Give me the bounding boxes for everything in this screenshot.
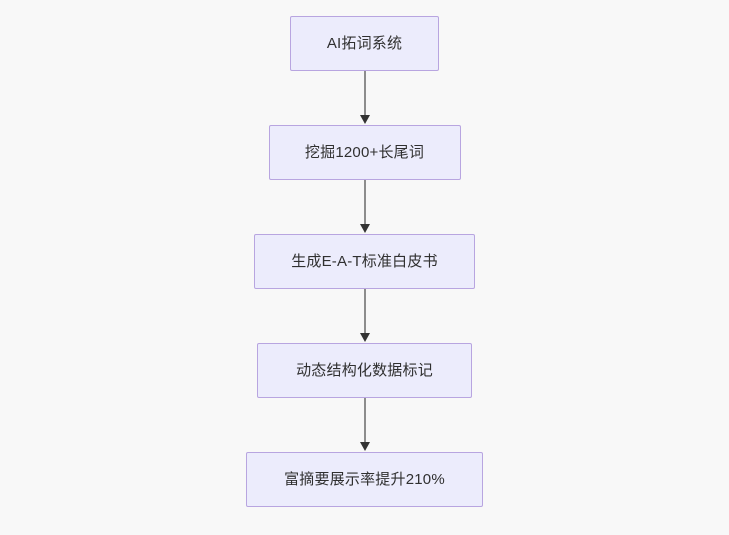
flow-connector-n1-n2 xyxy=(355,71,375,125)
flow-connector-n3-n4 xyxy=(355,289,375,343)
flow-node-mine-longtail-keywords[interactable]: 挖掘1200+长尾词 xyxy=(268,125,461,180)
connector-line xyxy=(363,398,366,443)
flow-connector-n4-n5 xyxy=(355,398,375,452)
flow-node-label: 富摘要展示率提升210% xyxy=(284,471,445,488)
flow-node-dynamic-structured-data-markup[interactable]: 动态结构化数据标记 xyxy=(257,343,472,398)
flow-node-generate-eat-whitepaper[interactable]: 生成E-A-T标准白皮书 xyxy=(254,234,475,289)
arrow-down-icon xyxy=(359,442,370,451)
connector-line xyxy=(363,180,366,225)
flow-node-label: AI拓词系统 xyxy=(326,35,403,52)
flow-node-label: 挖掘1200+长尾词 xyxy=(304,144,425,161)
arrow-down-icon xyxy=(359,224,370,233)
arrow-down-icon xyxy=(359,115,370,124)
flow-node-label: 动态结构化数据标记 xyxy=(296,362,433,379)
flow-connector-n2-n3 xyxy=(355,180,375,234)
flow-node-ai-keyword-system[interactable]: AI拓词系统 xyxy=(290,16,439,71)
connector-line xyxy=(363,289,366,334)
connector-line xyxy=(363,71,366,116)
flow-node-rich-snippet-rate-increase[interactable]: 富摘要展示率提升210% xyxy=(246,452,483,507)
flow-node-label: 生成E-A-T标准白皮书 xyxy=(291,253,438,270)
arrow-down-icon xyxy=(359,333,370,342)
